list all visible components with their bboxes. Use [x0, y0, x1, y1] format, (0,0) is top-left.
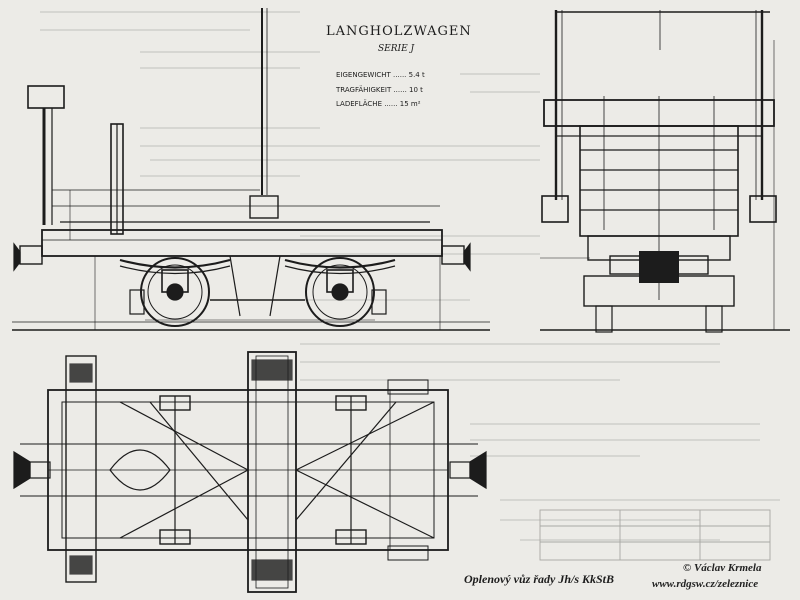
- side-elevation: [12, 8, 490, 331]
- spec-line: EIGENGEWICHT ...... 5.4 t: [336, 71, 425, 79]
- plan-view: [13, 351, 487, 593]
- figure-caption: Oplenový vůz řady Jh/s KkStB: [464, 572, 615, 586]
- show-through-text: [40, 11, 780, 541]
- stake-cap-left: [27, 85, 65, 109]
- drawing-title: LANGHOLZWAGEN: [326, 24, 472, 39]
- end-view: [540, 10, 790, 333]
- spec-line: LADEFLÄCHE ...... 15 m²: [336, 100, 421, 108]
- spec-line: TRAGFÄHIGKEIT ...... 10 t: [336, 86, 423, 94]
- drawing-subtitle: SERIE J: [378, 44, 415, 54]
- credit-url: www.rdgsw.cz/zeleznice: [652, 578, 759, 590]
- credit-author: © Václav Krmela: [683, 562, 762, 574]
- faint-table: [539, 509, 771, 561]
